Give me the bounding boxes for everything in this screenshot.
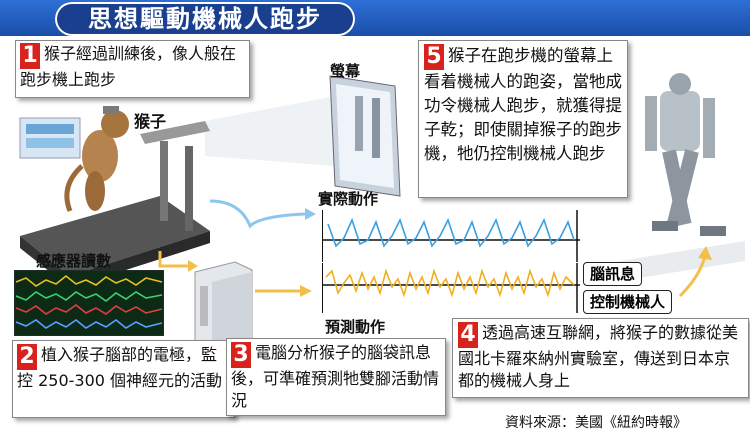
sensor-readout-panel (14, 270, 164, 336)
robot-illustration (620, 73, 745, 281)
illustration (19, 73, 745, 377)
actual-motion-label: 實際動作 (318, 190, 379, 208)
predicted-motion-label: 預測動作 (325, 318, 386, 336)
arrow-actual (209, 199, 306, 229)
step-5-number: 5 (424, 44, 444, 70)
arrowhead-robot (698, 246, 712, 260)
actual-motion-plot (322, 210, 580, 262)
control-robot-label: 控制機械人 (583, 290, 673, 314)
beam (205, 96, 335, 166)
step-2-text: 植入猴子腦部的電極，監控 250-300 個神經元的活動 (17, 345, 223, 390)
step-1-number: 1 (20, 43, 40, 69)
monitor-illustration (329, 75, 401, 197)
arrowhead-actual (305, 208, 316, 220)
predicted-motion-plot (322, 263, 580, 313)
step-3-number: 3 (231, 342, 251, 368)
brain-signal-label: 腦訊息 (583, 262, 643, 286)
monkey-illustration (64, 106, 129, 212)
page-title: 思想驅動機械人跑步 (55, 2, 355, 36)
equipment-illustration (19, 117, 81, 159)
step-3-text: 電腦分析猴子的腦袋訊息後，可準確預測牠雙腳活動情況 (231, 343, 440, 410)
step-5-text: 猴子在跑步機的螢幕上看着機械人的跑姿，當牠成功令機械人跑步，就獲得提子乾；即使關… (424, 46, 622, 163)
arrowhead-sensor (188, 260, 198, 272)
source-note: 資料來源：美國《紐約時報》 (505, 415, 687, 431)
arrow-sensor-to-computer (158, 251, 190, 268)
screen-label: 螢幕 (330, 62, 361, 80)
step-2-number: 2 (17, 344, 37, 370)
arrowhead-computer (300, 285, 312, 297)
step-4-number: 4 (458, 322, 478, 348)
monkey-label: 猴子 (134, 112, 167, 131)
step-4-text: 透過高速互聯網，將猴子的數據從美國北卡羅來納州實驗室，傳送到日本京都的機械人身上 (458, 323, 739, 390)
step-1-text: 猴子經過訓練後，像人般在跑步機上跑步 (20, 44, 237, 89)
arrow-to-robot (678, 255, 707, 298)
sensor-label: 感應器讀數 (36, 252, 112, 270)
